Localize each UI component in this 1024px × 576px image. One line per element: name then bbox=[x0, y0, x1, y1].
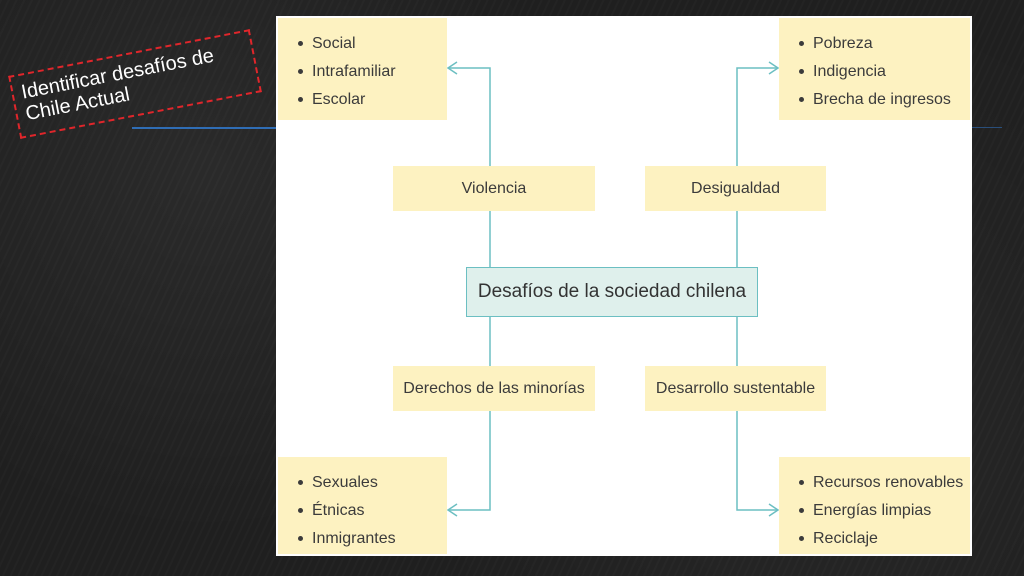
category-minorias: Derechos de las minorías bbox=[393, 366, 595, 411]
list-item: Energías limpias bbox=[799, 497, 970, 525]
list-item: Reciclaje bbox=[799, 525, 970, 553]
list-item: Brecha de ingresos bbox=[799, 86, 970, 114]
connector-minorias-bottom bbox=[448, 411, 491, 511]
arrow-violencia bbox=[446, 61, 458, 75]
arrow-sustentable bbox=[768, 503, 780, 517]
connector-violencia-top bbox=[448, 67, 491, 166]
list-item: Intrafamiliar bbox=[298, 58, 447, 86]
list-item: Inmigrantes bbox=[298, 525, 447, 553]
list-desigualdad: Pobreza Indigencia Brecha de ingresos bbox=[779, 18, 970, 120]
list-item: Social bbox=[298, 30, 447, 58]
category-desigualdad: Desigualdad bbox=[645, 166, 826, 211]
arrow-desigualdad bbox=[768, 61, 780, 75]
connector-desigualdad-top bbox=[736, 67, 778, 166]
title-underline-right bbox=[972, 127, 1002, 128]
center-node: Desafíos de la sociedad chilena bbox=[466, 267, 758, 317]
list-violencia: Social Intrafamiliar Escolar bbox=[278, 18, 447, 120]
category-violencia: Violencia bbox=[393, 166, 595, 211]
list-item: Étnicas bbox=[298, 497, 447, 525]
diagram-panel: Social Intrafamiliar Escolar Pobreza Ind… bbox=[276, 16, 972, 556]
slide-title: Identificar desafíos de Chile Actual bbox=[8, 29, 262, 139]
list-sustentable: Recursos renovables Energías limpias Rec… bbox=[779, 457, 970, 554]
list-item: Escolar bbox=[298, 86, 447, 114]
list-item: Sexuales bbox=[298, 469, 447, 497]
connector-lines bbox=[446, 61, 780, 517]
title-underline bbox=[132, 127, 278, 129]
connector-sustentable-bottom bbox=[736, 411, 778, 511]
list-item: Pobreza bbox=[799, 30, 970, 58]
list-item: Indigencia bbox=[799, 58, 970, 86]
list-item: Recursos renovables bbox=[799, 469, 970, 497]
category-sustentable: Desarrollo sustentable bbox=[645, 366, 826, 411]
list-minorias: Sexuales Étnicas Inmigrantes bbox=[278, 457, 447, 554]
arrow-minorias bbox=[446, 503, 458, 517]
